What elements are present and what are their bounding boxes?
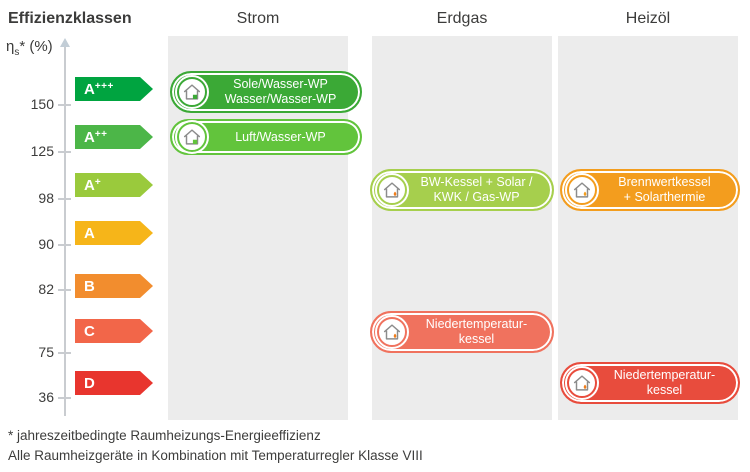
class-label: B <box>84 277 95 295</box>
column-panel-heizoel <box>558 36 738 420</box>
axis-tick <box>58 289 71 291</box>
axis-tick-label: 90 <box>38 236 54 252</box>
column-header-strom: Strom <box>236 10 280 27</box>
column-header-erdgas: Erdgas <box>436 10 488 27</box>
badge-text: Brennwertkessel + Solarthermie <box>601 175 728 205</box>
badge-line: Luft/Wasser-WP <box>235 129 326 144</box>
axis-tick-label: 75 <box>38 344 54 360</box>
axis-label-unit: * (%) <box>19 38 53 55</box>
class-label: A <box>84 176 95 194</box>
axis-tick-label: 150 <box>30 96 54 112</box>
badge-line: kessel <box>458 332 495 346</box>
class-arrow-a-plus1: A+ <box>75 173 153 197</box>
axis-tick-label: 36 <box>38 389 54 405</box>
badge-line: kessel <box>646 383 683 397</box>
badge-niedertemperaturkessel-heizoel: Niedertemperatur- kessel <box>560 362 740 404</box>
badge-line: Sole/Wasser-WP <box>233 77 328 91</box>
class-arrow-a: A <box>75 221 153 245</box>
badge-line: Wasser/Wasser-WP <box>224 92 337 106</box>
axis-tick <box>58 151 71 153</box>
axis-label-sub: s <box>14 47 20 58</box>
axis-tick <box>58 397 71 399</box>
axis-label: ηs* (%) <box>6 38 53 58</box>
axis-tick <box>58 104 71 106</box>
page-title: Effizienzklassen <box>8 10 132 27</box>
badge-niedertemperaturkessel-erdgas: Niedertemperatur- kessel <box>370 311 554 353</box>
axis-tick-label: 125 <box>30 143 54 159</box>
badge-line: Brennwertkessel <box>618 175 711 189</box>
class-arrow-b: B <box>75 274 153 298</box>
axis-tick-label: 82 <box>38 281 54 297</box>
class-arrow-a-plus2: A++ <box>75 125 153 149</box>
badge-luft-wasser-wp: Luft/Wasser-WP <box>170 119 362 155</box>
axis-line <box>64 47 66 416</box>
class-label: A <box>84 224 95 242</box>
class-label: D <box>84 374 95 392</box>
badge-bw-kessel-solar-kwk-gas-wp: BW-Kessel + Solar / KWK / Gas-WP <box>370 169 554 211</box>
badge-text: Luft/Wasser-WP <box>211 130 350 145</box>
oil-condensing-solar-house-icon <box>565 173 599 207</box>
badge-sole-wasser-wp: Sole/Wasser-WP Wasser/Wasser-WP <box>170 71 362 113</box>
badge-line: + Solarthermie <box>623 190 706 204</box>
class-label: A <box>84 128 95 146</box>
gas-condensing-house-icon <box>375 173 409 207</box>
footnote-controller: Alle Raumheizgeräte in Kombination mit T… <box>8 448 423 463</box>
class-arrow-d: D <box>75 371 153 395</box>
column-panel-erdgas <box>372 36 552 420</box>
badge-line: Niedertemperatur- <box>613 368 716 382</box>
class-label: C <box>84 322 95 340</box>
badge-text: Niedertemperatur- kessel <box>601 368 728 398</box>
axis-tick <box>58 198 71 200</box>
badge-text: Niedertemperatur- kessel <box>411 317 542 347</box>
class-label: A <box>84 80 95 98</box>
axis-label-eta: η <box>6 38 15 55</box>
column-header-heizoel: Heizöl <box>625 10 671 27</box>
air-water-heat-pump-house-icon <box>175 120 209 154</box>
axis-tick <box>58 244 71 246</box>
axis-tick <box>58 352 71 354</box>
gas-low-temperature-boiler-house-icon <box>375 315 409 349</box>
badge-text: BW-Kessel + Solar / KWK / Gas-WP <box>411 175 542 205</box>
class-arrow-a-plus3: A+++ <box>75 77 153 101</box>
axis-tick-label: 98 <box>38 190 54 206</box>
badge-line: BW-Kessel + Solar / <box>420 175 533 189</box>
badge-text: Sole/Wasser-WP Wasser/Wasser-WP <box>211 77 350 107</box>
brine-water-heat-pump-house-icon <box>175 75 209 109</box>
oil-low-temperature-boiler-house-icon <box>565 366 599 400</box>
class-arrow-c: C <box>75 319 153 343</box>
axis-arrow-icon <box>60 38 70 47</box>
badge-line: KWK / Gas-WP <box>433 190 520 204</box>
badge-line: Niedertemperatur- <box>425 317 528 331</box>
footnote-efficiency: * jahreszeitbedingte Raumheizungs-Energi… <box>8 428 321 443</box>
badge-brennwertkessel-solarthermie: Brennwertkessel + Solarthermie <box>560 169 740 211</box>
